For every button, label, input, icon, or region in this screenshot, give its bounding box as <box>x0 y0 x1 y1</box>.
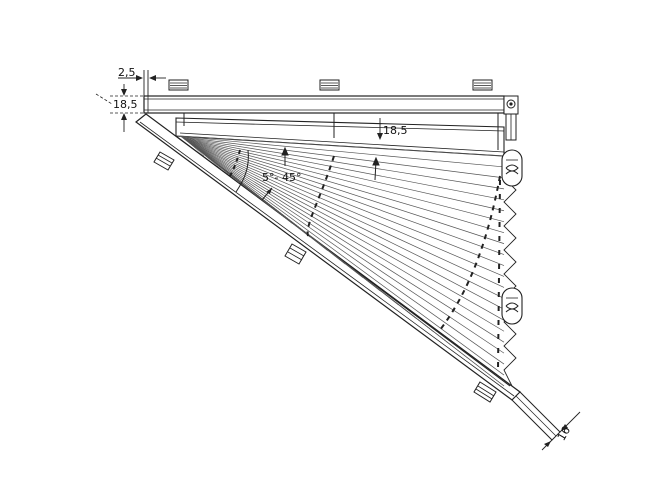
pleat-line <box>181 136 505 179</box>
pleat-line <box>191 144 505 376</box>
pleat-line <box>182 137 505 201</box>
pleat-line <box>188 142 505 321</box>
dimension-inner-height: 18,5 <box>377 118 408 140</box>
fabric-right-edge <box>503 155 517 387</box>
pleat-line <box>187 141 505 299</box>
pleat-line <box>190 143 505 354</box>
pleat-line <box>184 139 505 244</box>
top-bracket-right <box>472 79 493 91</box>
pleat-line <box>183 138 505 223</box>
cord-guide-lower <box>501 287 523 325</box>
pleat-line <box>188 142 505 332</box>
dimension-top-height: 18,5 <box>95 84 144 132</box>
diagonal-bracket-1 <box>153 151 175 171</box>
angle-arc <box>235 149 273 201</box>
intermediate-rail <box>175 113 505 157</box>
cord-tensioner-top <box>503 95 519 141</box>
pleat-line <box>180 136 505 168</box>
pleat-line <box>186 140 505 288</box>
dim-label-side-offset: 2,5 <box>118 66 136 79</box>
head-rail <box>143 95 505 114</box>
dim-label-inner-height: 18,5 <box>383 124 408 137</box>
pleat-line <box>185 139 505 266</box>
cord-paths <box>229 149 501 371</box>
angle-label: 5°- 45° <box>262 171 301 184</box>
pleat-line <box>179 135 505 157</box>
top-bracket-left <box>168 79 189 91</box>
pleat-line <box>189 142 505 343</box>
pleat-line <box>181 136 505 190</box>
pleat-line <box>186 140 505 277</box>
dim-label-top-height: 18,5 <box>113 98 138 111</box>
pleat-line <box>190 143 505 365</box>
pleat-line <box>183 138 505 234</box>
dimension-side-offset: 2,5 <box>118 66 166 96</box>
fabric-arrows <box>281 146 380 181</box>
diagonal-bracket-3 <box>473 381 497 403</box>
pleat-fan-line <box>183 137 505 387</box>
diagonal-bracket-2 <box>284 243 307 265</box>
top-bracket-middle <box>319 79 340 91</box>
dim-label-bottom-width: 16 <box>555 424 573 443</box>
diagonal-rail <box>135 113 521 401</box>
pleat-line <box>182 137 505 212</box>
cord-guide-upper <box>501 149 523 187</box>
pleated-fabric <box>179 135 505 387</box>
pleat-line <box>187 141 505 310</box>
pleat-line <box>185 139 505 255</box>
dimension-bottom-width: 16 <box>511 391 581 451</box>
